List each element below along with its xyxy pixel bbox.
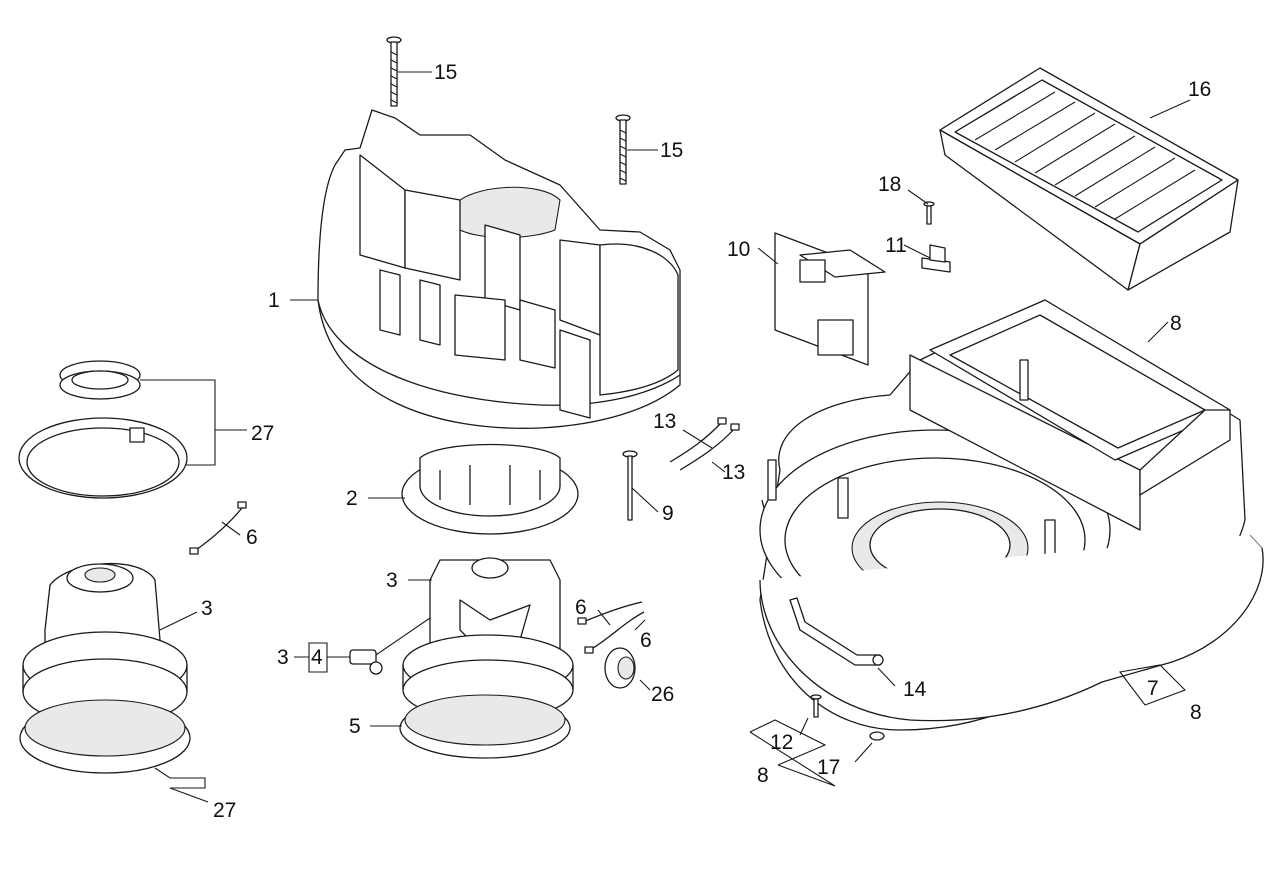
callout-27-bottom: 27 <box>213 799 236 822</box>
filter-part-16 <box>939 67 1239 291</box>
gasket-part-27 <box>19 699 191 774</box>
callout-8-bottom: 8 <box>757 764 769 787</box>
motor-part-3-center <box>402 557 574 721</box>
screw-part-15-left <box>386 36 402 107</box>
callout-27-top: 27 <box>251 422 274 445</box>
callout-8-right: 8 <box>1190 701 1202 724</box>
callout-2: 2 <box>346 487 358 510</box>
gasket-part-5 <box>399 694 571 759</box>
screw-part-15-right <box>615 114 631 185</box>
callout-9: 9 <box>662 502 674 525</box>
fan-housing-ring-part-2 <box>401 443 579 535</box>
callout-13-top: 13 <box>653 410 676 433</box>
electronics-board-part-10 <box>774 232 886 366</box>
callout-5: 5 <box>349 715 361 738</box>
callout-4: 4 <box>311 646 323 669</box>
cable-part-6-left <box>189 501 247 555</box>
screw-part-12 <box>810 694 822 718</box>
callout-6-center-a: 6 <box>575 596 587 619</box>
callouts: 15 15 1 2 3 3 4 5 6 6 26 9 13 13 10 11 1… <box>201 61 1211 822</box>
callout-14: 14 <box>903 678 927 701</box>
cable-part-6-center <box>577 601 645 654</box>
callout-6-center-b: 6 <box>640 629 652 652</box>
callout-15-right: 15 <box>660 139 683 162</box>
callout-15-left: 15 <box>434 61 457 84</box>
ring-part-27-large <box>18 417 188 499</box>
callout-3-connector: 3 <box>277 646 289 669</box>
callout-10: 10 <box>727 238 750 261</box>
callout-6-left: 6 <box>246 526 258 549</box>
callout-16: 16 <box>1188 78 1211 101</box>
connector-part-4 <box>349 617 431 675</box>
callout-18: 18 <box>878 173 901 196</box>
clip-part-14 <box>789 597 884 666</box>
callout-17: 17 <box>817 756 840 779</box>
cable-part-13 <box>669 417 740 471</box>
screw-part-9 <box>622 450 638 521</box>
callout-13-bottom: 13 <box>722 461 745 484</box>
screw-part-18 <box>923 201 935 225</box>
callout-7: 7 <box>1147 677 1159 700</box>
callout-12: 12 <box>770 731 793 754</box>
seal-part-7 <box>759 534 1264 722</box>
callout-3-center: 3 <box>386 569 398 592</box>
ring-part-27-small <box>59 360 141 400</box>
plug-part-17 <box>869 731 885 741</box>
callout-26: 26 <box>651 683 674 706</box>
bracket-part-11 <box>921 244 951 273</box>
motor-head-cover-part-1 <box>317 109 681 429</box>
callout-1: 1 <box>268 289 280 312</box>
callout-3-left: 3 <box>201 597 213 620</box>
callout-8-top: 8 <box>1170 312 1182 335</box>
ferrite-part-26 <box>604 647 636 689</box>
leader-lines <box>140 71 1191 803</box>
callout-11: 11 <box>885 234 907 257</box>
